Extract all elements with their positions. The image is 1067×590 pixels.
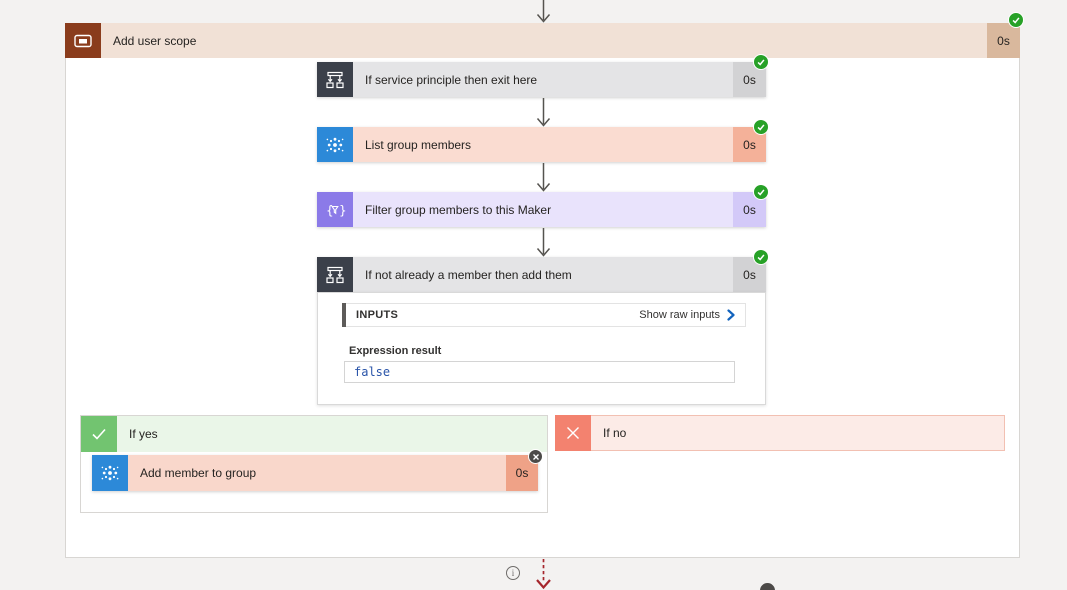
branch-if-yes-header[interactable]: If yes (81, 416, 547, 452)
condition-icon (317, 257, 353, 292)
action-filter-group-members[interactable]: { } Filter group members to this Maker 0… (317, 192, 766, 227)
next-action-status-icon (760, 583, 775, 590)
status-check-icon (753, 184, 769, 200)
connector-arrow-icon (536, 228, 551, 257)
scope-title: Add user scope (101, 23, 987, 58)
connector-arrow-icon (536, 98, 551, 127)
status-check-icon (753, 54, 769, 70)
expression-result-label: Expression result (349, 345, 442, 357)
failed-path-arrow-icon (536, 559, 551, 590)
action-details-card: INPUTS Show raw inputs Expression result… (317, 292, 766, 405)
action-add-member-to-group[interactable]: Add member to group 0s (92, 455, 538, 491)
status-check-icon (753, 249, 769, 265)
action-title: List group members (353, 127, 733, 162)
branch-if-no[interactable]: If no (555, 415, 1005, 451)
filter-array-icon: { } (317, 192, 353, 227)
action-title: If not already a member then add them (353, 257, 733, 292)
scope-add-user-scope[interactable]: Add user scope 0s (65, 23, 1020, 58)
inputs-title: INPUTS (356, 309, 399, 321)
branch-no-x-icon (555, 415, 591, 451)
info-icon[interactable]: i (506, 566, 520, 580)
svg-text:{: { (326, 203, 334, 217)
azure-ad-connector-icon (92, 455, 128, 491)
scope-icon (65, 23, 101, 58)
action-duration: 0s (733, 62, 766, 97)
action-title: Add member to group (128, 455, 506, 491)
status-skipped-x-icon (528, 449, 543, 464)
branch-label: If yes (117, 416, 547, 452)
azure-ad-connector-icon (317, 127, 353, 162)
branch-if-yes: If yes Add member to group 0s (80, 415, 548, 513)
branch-yes-check-icon (81, 416, 117, 452)
action-title: Filter group members to this Maker (353, 192, 733, 227)
scope-status-check-icon (1008, 12, 1024, 28)
connector-arrow-icon (536, 0, 551, 23)
inputs-accent-bar (342, 303, 346, 327)
scope-duration: 0s (987, 23, 1020, 58)
action-if-service-principle[interactable]: If service principle then exit here 0s (317, 62, 766, 97)
chevron-right-icon (727, 309, 735, 321)
branch-label: If no (591, 415, 1005, 451)
action-title: If service principle then exit here (353, 62, 733, 97)
connector-arrow-icon (536, 163, 551, 192)
inputs-panel-header: INPUTS Show raw inputs (342, 303, 746, 327)
action-if-not-already-member[interactable]: If not already a member then add them 0s (317, 257, 766, 292)
status-check-icon (753, 119, 769, 135)
svg-text:}: } (339, 203, 347, 217)
condition-icon (317, 62, 353, 97)
action-list-group-members[interactable]: List group members 0s (317, 127, 766, 162)
info-glyph: i (511, 568, 515, 578)
show-raw-inputs-link[interactable]: Show raw inputs (639, 309, 735, 321)
expression-result-value[interactable]: false (344, 361, 735, 383)
show-raw-inputs-label: Show raw inputs (639, 309, 720, 321)
